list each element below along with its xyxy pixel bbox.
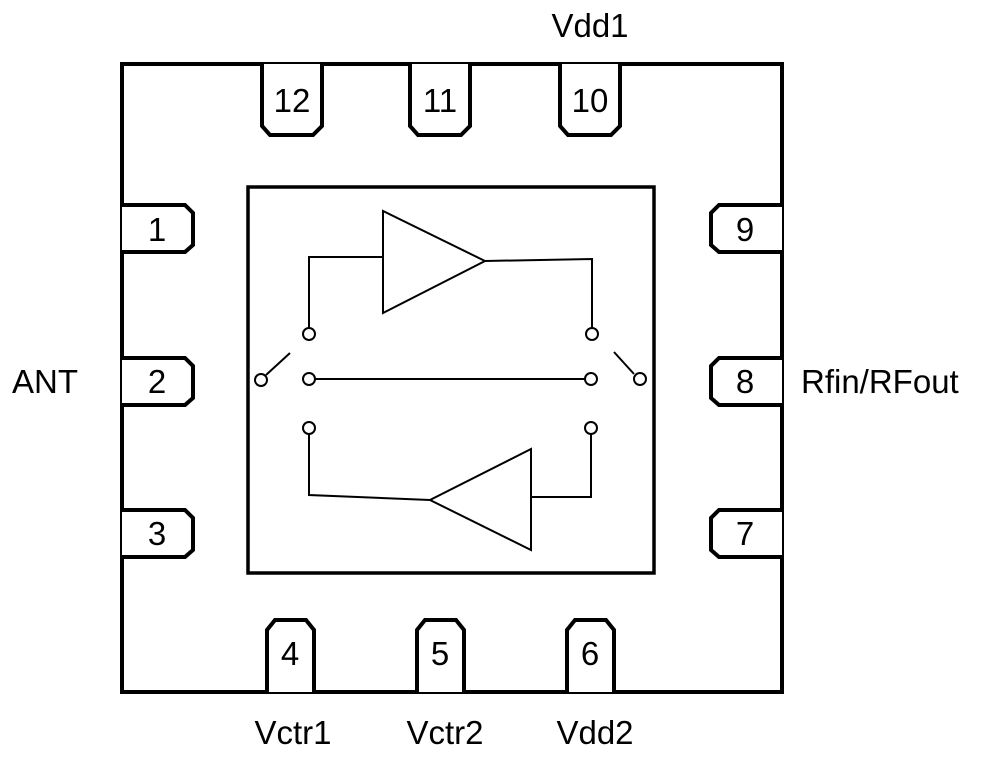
pin-10-number: 10 (572, 82, 609, 119)
right-contact-top (585, 327, 599, 341)
pin-7-number: 7 (736, 515, 754, 552)
pin-5-number: 5 (431, 635, 449, 672)
right-switch-pole (633, 372, 647, 386)
pin-1-number: 1 (148, 211, 166, 248)
right-contact-middle (584, 372, 598, 386)
pin-4 (265, 618, 316, 692)
left-contact-bottom (302, 421, 316, 435)
pin-11 (408, 64, 472, 137)
pin-12-number: 12 (274, 82, 311, 119)
label-rf: Rfin/RFout (801, 363, 959, 400)
left-switch-arm (265, 352, 291, 376)
pin-1 (122, 203, 195, 254)
label-ant: ANT (12, 363, 78, 400)
pin-6 (565, 618, 616, 692)
rx-amplifier-triangle (427, 447, 532, 552)
pin-9 (709, 203, 782, 254)
pin-11-number: 11 (423, 82, 457, 119)
rx-input-wire (531, 434, 592, 498)
left-contact-middle (302, 372, 316, 386)
die-outline (246, 185, 656, 575)
label-vctr2: Vctr2 (406, 714, 483, 751)
pin-3-number: 3 (148, 515, 166, 552)
label-vdd1: Vdd1 (551, 7, 628, 44)
pin-12 (260, 64, 324, 137)
pin-4-number: 4 (281, 635, 299, 672)
right-contact-bottom (584, 421, 598, 435)
pin-3 (122, 508, 195, 559)
tx-amplifier-triangle (382, 209, 488, 315)
label-vdd2: Vdd2 (556, 714, 633, 751)
pin-8 (709, 356, 782, 407)
pin-2 (122, 356, 195, 407)
tx-output-wire (484, 257, 593, 328)
left-switch-pole (254, 373, 268, 387)
right-switch-arm (613, 351, 635, 375)
pin-10 (558, 64, 622, 137)
pin-9-number: 9 (736, 211, 754, 248)
tx-input-wire (308, 256, 383, 328)
pin-8-number: 8 (736, 363, 754, 400)
label-vctr1: Vctr1 (254, 714, 331, 751)
pin-5 (415, 618, 466, 692)
left-contact-top (302, 327, 316, 341)
rx-output-wire (308, 434, 431, 501)
pin-6-number: 6 (581, 635, 599, 672)
pin-7 (709, 508, 782, 559)
pin-2-number: 2 (148, 363, 166, 400)
